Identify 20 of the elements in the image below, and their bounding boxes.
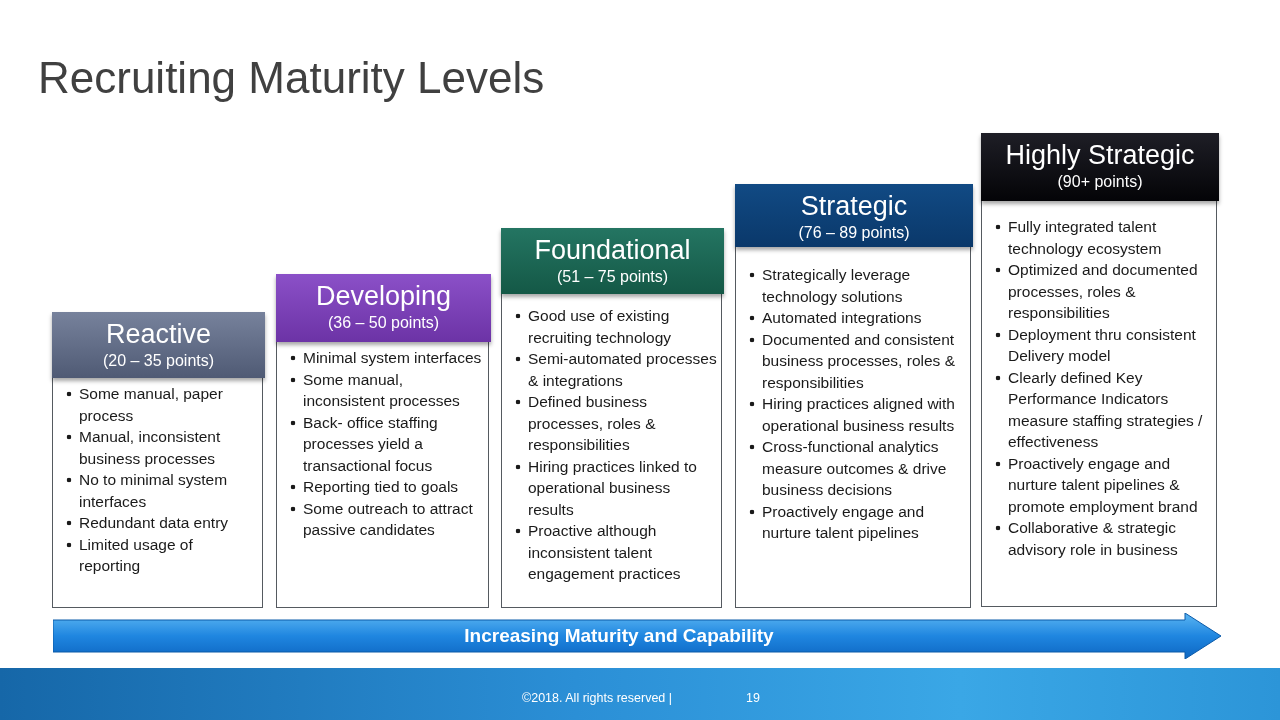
level-title: Reactive xyxy=(105,318,211,350)
points-range: (76 – 89 points) xyxy=(798,223,910,243)
copyright-text: ©2018. All rights reserved | xyxy=(522,690,673,706)
level-title: Foundational xyxy=(534,234,691,266)
points-range: (51 – 75 points) xyxy=(556,267,669,287)
arrow-label: Increasing Maturity and Capability xyxy=(464,624,774,648)
points-range: (90+ points) xyxy=(1057,172,1143,192)
level-card xyxy=(52,312,263,608)
level-card xyxy=(735,184,971,608)
level-card xyxy=(981,133,1217,607)
level-title: Highly Strategic xyxy=(1005,139,1195,171)
level-card xyxy=(276,274,489,608)
level-title: Strategic xyxy=(800,190,908,222)
maturity-arrow xyxy=(53,613,1221,659)
level-title: Developing xyxy=(315,280,452,312)
page-number: 19 xyxy=(746,690,760,706)
level-card xyxy=(501,228,722,608)
points-range: (20 – 35 points) xyxy=(102,351,215,371)
slide-title: Recruiting Maturity Levels xyxy=(38,56,545,100)
points-range: (36 – 50 points) xyxy=(327,313,440,333)
